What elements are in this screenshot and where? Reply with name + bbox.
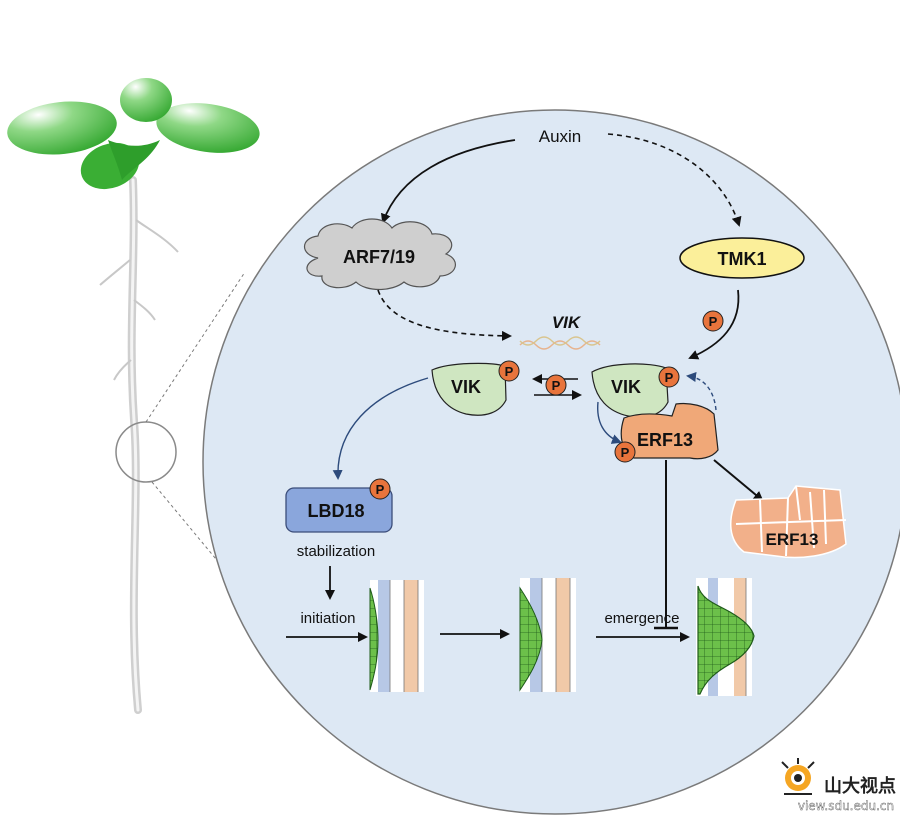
erf13-degradation-arrow <box>713 459 764 502</box>
tmk1-receptor: TMK1 <box>679 237 805 279</box>
leaf <box>156 103 260 153</box>
vik-to-lbd18-arrow <box>332 377 429 480</box>
lbd18-factor: LBD18 <box>285 487 393 533</box>
vik-left-label: VIK <box>451 377 481 397</box>
erf13-feedback-arrow <box>686 372 717 411</box>
svg-text:P: P <box>621 445 630 460</box>
svg-text:P: P <box>665 370 674 385</box>
vik-right-label: VIK <box>611 377 641 397</box>
leaf <box>7 101 117 155</box>
erf13-label: ERF13 <box>637 430 693 450</box>
erf13-degraded: ERF13 <box>730 485 847 559</box>
tissue-stage-initiation <box>369 580 424 692</box>
lateral-root <box>99 259 131 286</box>
equilibrium-arrows: P <box>532 374 582 400</box>
initiation-label: initiation <box>300 610 355 627</box>
tissue-stage-emergence <box>696 578 755 696</box>
tmk1-to-vik-arrow <box>688 289 740 360</box>
auxin-to-tmk1-arrow <box>607 133 742 227</box>
auxin-label: Auxin <box>539 127 582 146</box>
zoom-circle <box>202 109 900 815</box>
arf7-19-label: ARF7/19 <box>343 247 415 267</box>
vik-right-phospho: P <box>658 366 680 388</box>
vik-gene: VIK <box>519 313 601 350</box>
vik-left-kinase: VIK <box>431 362 507 416</box>
auxin-to-arf-arrow <box>381 139 516 224</box>
erf13-degraded-label: ERF13 <box>766 530 819 549</box>
svg-text:P: P <box>505 364 514 379</box>
lateral-root <box>135 219 179 253</box>
erf13-phospho: P <box>614 441 636 463</box>
watermark-name: 山大视点 <box>824 775 896 797</box>
stabilization-label: stabilization <box>297 543 375 560</box>
tmk1-phospho: P <box>702 310 724 332</box>
vik-gene-label: VIK <box>552 313 582 332</box>
arf-to-vik-gene-arrow <box>377 289 512 341</box>
emergence-label: emergence <box>604 610 679 627</box>
erf13-inhibition <box>654 460 678 630</box>
svg-text:P: P <box>376 482 385 497</box>
lateral-root <box>133 299 156 321</box>
watermark-logo-icon <box>781 758 815 795</box>
lbd18-phospho: P <box>369 478 391 500</box>
lateral-root <box>113 359 132 381</box>
vik-to-erf13-arrow <box>597 401 622 444</box>
tissue-stage-primordium <box>519 578 576 692</box>
arf7-19-cloud: ARF7/19 <box>303 218 456 291</box>
tmk1-label: TMK1 <box>718 249 767 269</box>
leaf <box>120 78 172 122</box>
seedling <box>7 78 260 714</box>
watermark: 山大视点 view.sdu.edu.cn <box>781 758 896 813</box>
zoom-region-circle <box>115 421 177 483</box>
svg-text:P: P <box>552 378 561 393</box>
erf13-factor: ERF13 <box>620 402 719 460</box>
svg-text:P: P <box>709 314 718 329</box>
lbd18-label: LBD18 <box>307 501 364 521</box>
watermark-url: view.sdu.edu.cn <box>798 799 894 813</box>
vik-left-phospho: P <box>498 360 520 382</box>
